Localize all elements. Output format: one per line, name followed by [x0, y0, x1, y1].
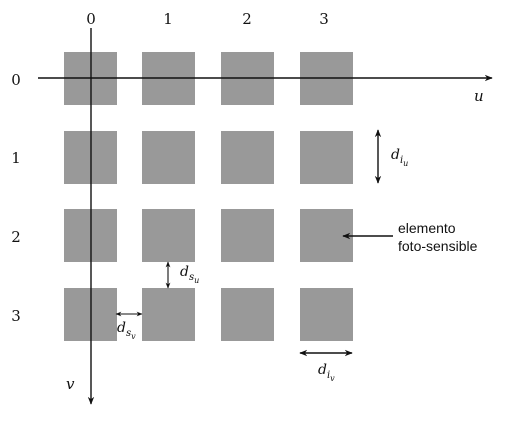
u-axis-label: u: [474, 87, 484, 105]
d-iv-label: div: [318, 362, 335, 383]
v-axis-label: v: [66, 375, 75, 393]
row-label-2: 2: [11, 228, 21, 246]
photosensitive-element-r1-c3: [300, 131, 353, 184]
photosensitive-element-r3-c2: [221, 288, 274, 341]
element-annotation-line2: foto-sensible: [398, 238, 478, 254]
row-label-0: 0: [11, 71, 21, 89]
photosensitive-element-r3-c3: [300, 288, 353, 341]
column-label-1: 1: [163, 10, 173, 28]
d-sv-label: dsv: [117, 320, 136, 341]
pixel-grid: [64, 52, 353, 341]
column-label-3: 3: [319, 10, 329, 28]
d-su-label: dsu: [180, 264, 199, 285]
column-label-2: 2: [242, 10, 252, 28]
row-labels: 0 1 2 3: [11, 71, 21, 325]
column-label-0: 0: [86, 10, 96, 28]
row-label-3: 3: [11, 307, 21, 325]
element-annotation-line1: elemento: [398, 220, 456, 236]
d-iu-label: diu: [391, 147, 408, 168]
row-label-1: 1: [11, 149, 21, 167]
photosensitive-element-r3-c1: [142, 288, 195, 341]
photosensitive-element-r2-c1: [142, 209, 195, 262]
photosensitive-element-r2-c2: [221, 209, 274, 262]
photosensitive-element-r1-c2: [221, 131, 274, 184]
photosensitive-element-r1-c1: [142, 131, 195, 184]
column-labels: 0 1 2 3: [86, 10, 329, 28]
